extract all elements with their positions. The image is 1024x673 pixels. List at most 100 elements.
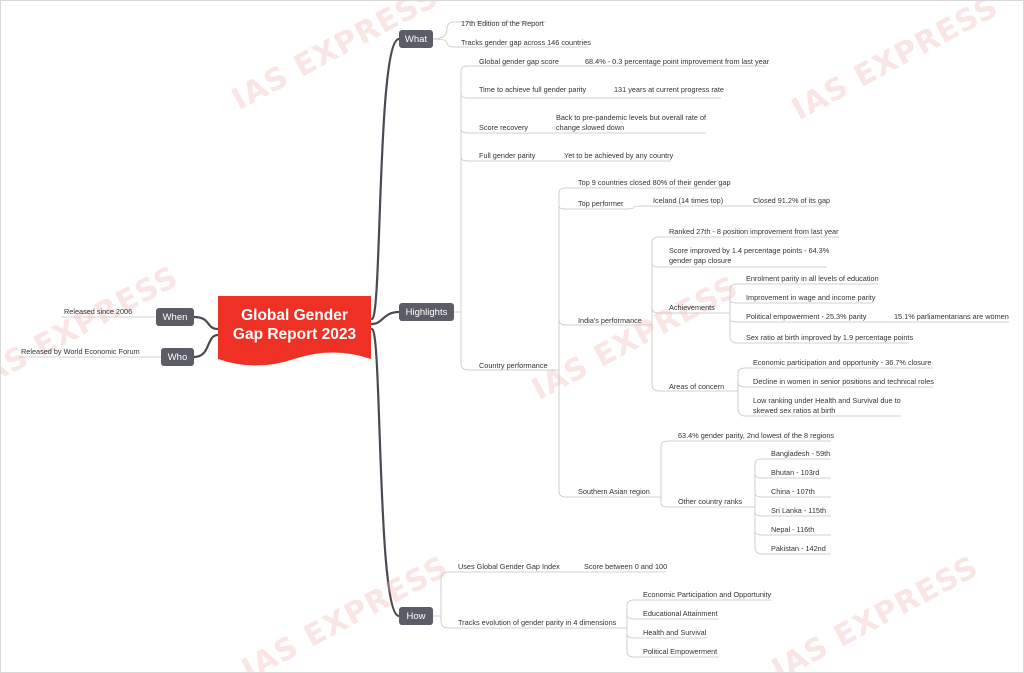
- when-detail: Released since 2006: [64, 307, 133, 316]
- link-dims: [440, 620, 618, 629]
- india-rank: Ranked 27th - 8 position improvement fro…: [669, 227, 839, 236]
- link-decline: [737, 381, 933, 388]
- score-value: 68.4% - 0.3 percentage point improvement…: [585, 57, 770, 66]
- link-root-who: [192, 333, 220, 359]
- link-dim-2: [626, 614, 719, 620]
- sa-ranks-label: Other country ranks: [678, 497, 743, 506]
- link-rank-6: [754, 546, 831, 555]
- how-node[interactable]: How: [399, 607, 433, 625]
- how-dims-label: Tracks evolution of gender parity in 4 d…: [458, 618, 617, 627]
- link-rank-5: [754, 530, 831, 536]
- ach-wage: Improvement in wage and income parity: [746, 293, 876, 302]
- con-econ: Economic participation and opportunity -…: [753, 358, 932, 367]
- link-time: [460, 93, 721, 99]
- root-title-line-1: Global Gender: [241, 307, 348, 324]
- link-ranks: [660, 502, 746, 508]
- link-sa-parity: [660, 440, 831, 447]
- iceland-label: Iceland (14 times top): [653, 196, 724, 205]
- rank-srilanka: Sri Lanka - 115th: [771, 506, 827, 515]
- rank-bhutan: Bhutan - 103rd: [771, 468, 820, 477]
- ach-political-detail: 15.1% parliamentarians are women: [894, 312, 1009, 321]
- rank-pakistan: Pakistan - 142nd: [771, 544, 826, 553]
- dim-education: Educational Attainment: [643, 609, 718, 618]
- dim-economic: Economic Participation and Opportunity: [643, 590, 772, 599]
- parity-value: Yet to be achieved by any country: [564, 151, 674, 160]
- achievements-label: Achievements: [669, 303, 715, 312]
- link-recovery: [460, 128, 706, 134]
- link-rank-4: [754, 511, 831, 517]
- root-banner-fill: [218, 296, 371, 366]
- india-label: India's performance: [578, 316, 642, 325]
- link-rank-3: [754, 492, 831, 498]
- dim-political: Political Empowerment: [643, 647, 718, 656]
- rank-nepal: Nepal - 116th: [771, 525, 815, 534]
- link-top9: [558, 187, 726, 194]
- link-southasia: [558, 490, 651, 498]
- link-iceland: [626, 205, 723, 210]
- link-score: [460, 65, 766, 72]
- what-node[interactable]: What: [399, 30, 433, 48]
- score-label: Global gender gap score: [479, 57, 559, 66]
- link-india: [558, 319, 642, 326]
- what-item-tracks: Tracks gender gap across 146 countries: [461, 38, 591, 47]
- link-sexratio: [729, 335, 909, 344]
- sa-parity: 63.4% gender parity, 2nd lowest of the 8…: [678, 431, 835, 440]
- link-political: [729, 318, 886, 323]
- link-dim-3: [626, 633, 707, 639]
- how-index-label: Uses Global Gender Gap Index: [458, 562, 560, 571]
- con-decline: Decline in women in senior positions and…: [753, 377, 934, 386]
- dim-health: Health and Survival: [643, 628, 707, 637]
- top9-label: Top 9 countries closed 80% of their gend…: [578, 178, 731, 187]
- link-country: [460, 362, 549, 371]
- link-parity: [460, 156, 671, 162]
- ach-enrol: Enrolment parity in all levels of educat…: [746, 274, 879, 283]
- recovery-label: Score recovery: [479, 123, 529, 132]
- link-rank-2: [754, 473, 831, 479]
- rank-bangladesh: Bangladesh - 59th: [771, 449, 831, 458]
- rank-china: China - 107th: [771, 487, 815, 496]
- root-node[interactable]: Global Gender Gap Report 2023: [218, 296, 371, 370]
- top-performer-label: Top performer: [578, 199, 624, 208]
- link-root-what: [370, 37, 401, 321]
- link-root-when: [192, 315, 220, 331]
- link-root-how: [370, 327, 401, 618]
- parity-label: Full gender parity: [479, 151, 536, 160]
- recovery-value: Back to pre-pandemic levels but overall …: [556, 113, 707, 132]
- ach-political: Political empowerment - 25.3% parity: [746, 312, 867, 321]
- link-dim-1: [626, 599, 772, 607]
- highlights-node[interactable]: Highlights: [399, 303, 454, 321]
- link-enrol: [729, 283, 878, 291]
- root-title-line-2: Gap Report 2023: [232, 326, 357, 343]
- link-what-tracks: [432, 38, 588, 48]
- link-rank: [651, 236, 839, 243]
- link-dim-4: [626, 650, 719, 658]
- link-rank-1: [754, 458, 831, 465]
- link-india-score: [651, 262, 827, 268]
- root-banner-shape: [218, 296, 371, 366]
- when-node[interactable]: When: [156, 308, 194, 326]
- india-score: Score improved by 1.4 percentage points …: [669, 246, 830, 265]
- link-index: [440, 571, 576, 580]
- who-detail: Released by World Economic Forum: [21, 347, 140, 356]
- iceland-detail: Closed 91.2% of its gap: [753, 196, 831, 205]
- link-top-performer: [558, 205, 627, 210]
- link-what-edition: [432, 21, 546, 40]
- con-low: Low ranking under Health and Survival du…: [753, 396, 901, 415]
- who-node[interactable]: Who: [161, 348, 194, 366]
- what-item-edition: 17th Edition of the Report: [461, 19, 544, 28]
- link-root-highlights: [370, 310, 401, 326]
- root-title: Global Gender Gap Report 2023: [218, 306, 371, 344]
- link-wage: [729, 299, 873, 304]
- link-achievements: [651, 307, 721, 314]
- how-index-detail: Score between 0 and 100: [584, 562, 668, 571]
- time-label: Time to achieve full gender parity: [479, 85, 587, 94]
- southasia-label: Southern Asian region: [578, 487, 650, 496]
- time-value: 131 years at current progress rate: [614, 85, 724, 94]
- concerns-label: Areas of concern: [669, 382, 725, 391]
- ach-sexratio: Sex ratio at birth improved by 1.9 perce…: [746, 333, 914, 342]
- link-econ: [737, 367, 933, 375]
- link-concerns: [651, 383, 733, 392]
- country-label: Country performance: [479, 361, 548, 370]
- link-low: [737, 406, 901, 417]
